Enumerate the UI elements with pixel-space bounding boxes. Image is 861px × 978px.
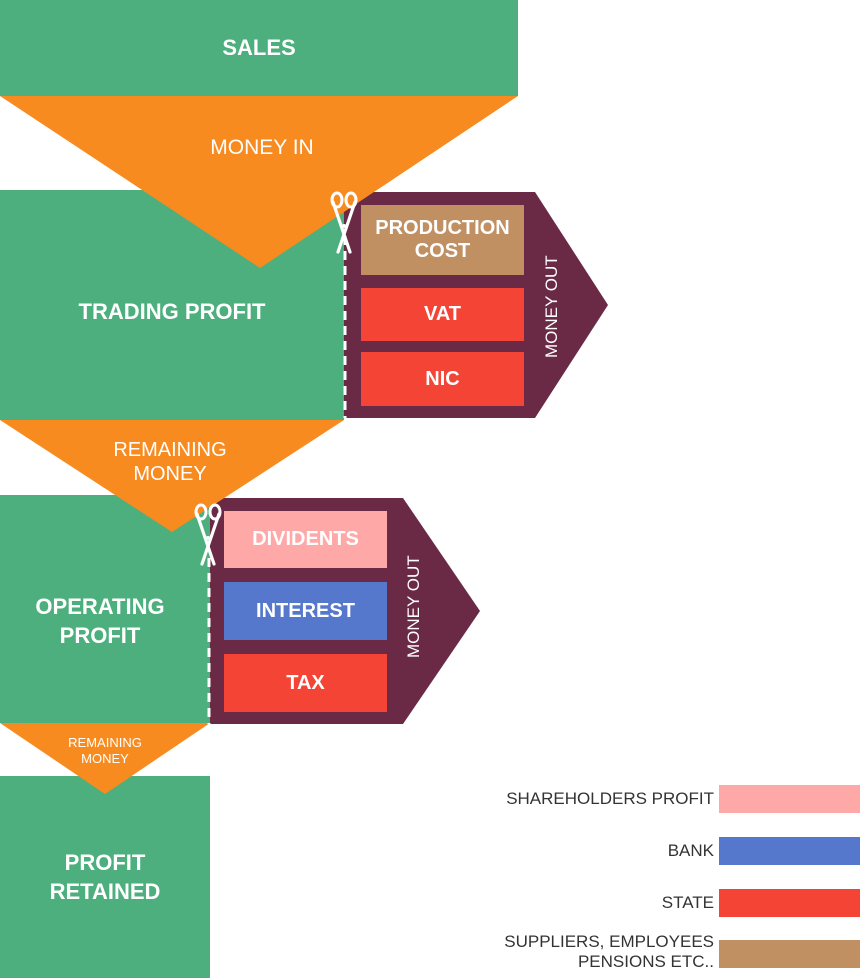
money-in-triangle <box>0 96 518 268</box>
legend-swatch-suppliers <box>719 940 860 968</box>
remaining-money-label-2: REMAINING MONEY <box>68 735 142 767</box>
money-out-label-1: MONEY OUT <box>542 255 561 358</box>
money-out-label-2: MONEY OUT <box>404 555 423 658</box>
money-in-label: MONEY IN <box>210 136 314 159</box>
sales-label: SALES <box>222 35 296 60</box>
legend-swatch-state <box>719 889 860 917</box>
profit-retained-box <box>0 776 210 978</box>
remaining-money-triangle-2 <box>0 723 210 794</box>
interest-box: INTEREST <box>224 582 387 640</box>
legend-label-suppliers: SUPPLIERS, EMPLOYEES PENSIONS ETC.. <box>504 932 714 972</box>
tax-box: TAX <box>224 654 387 712</box>
trading-profit-label: TRADING PROFIT <box>78 299 266 324</box>
production-cost-box: PRODUCTION COST <box>361 205 524 275</box>
legend-label-shareholders: SHAREHOLDERS PROFIT <box>506 789 714 808</box>
sales-box: SALES <box>0 0 518 96</box>
legend-swatch-bank <box>719 837 860 865</box>
profit-retained-label: PROFIT RETAINED <box>49 850 161 904</box>
legend-label-bank: BANK <box>667 841 714 860</box>
scissors-icon <box>194 503 222 566</box>
nic-box: NIC <box>361 352 524 406</box>
scissors-icon <box>330 191 358 254</box>
operating-profit-label: OPERATING PROFIT <box>35 594 165 648</box>
operating-profit-box <box>0 495 210 723</box>
legend-label-state: STATE <box>661 893 714 912</box>
dividents-box: DIVIDENTS <box>224 511 387 568</box>
remaining-money-label-1: REMAINING MONEY <box>113 439 227 486</box>
vat-box: VAT <box>361 288 524 341</box>
remaining-money-triangle-1 <box>0 420 344 532</box>
legend-swatch-shareholders <box>719 785 860 813</box>
